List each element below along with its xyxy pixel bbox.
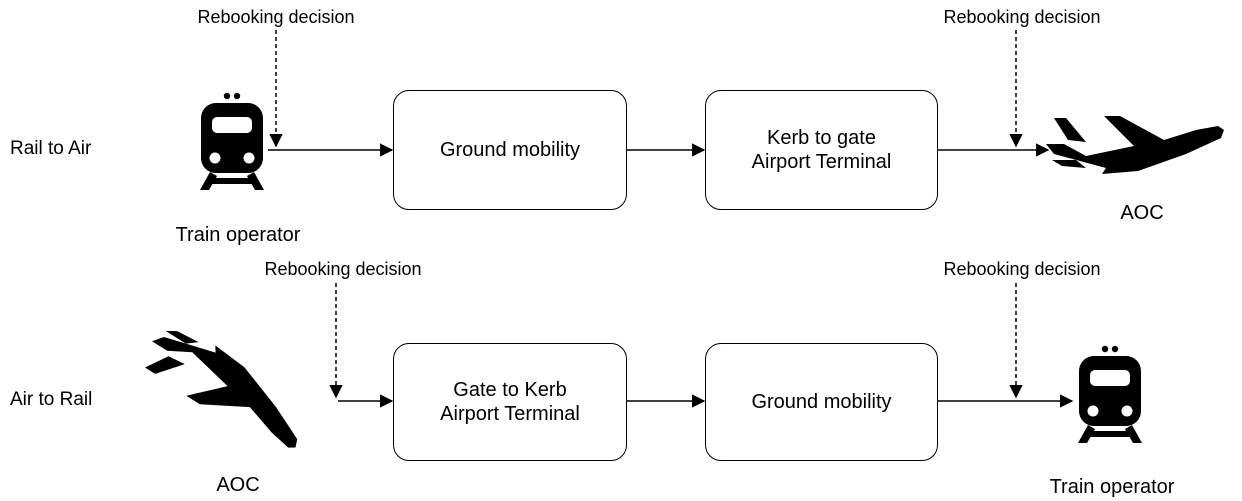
process-box-text: Airport Terminal <box>440 403 580 425</box>
process-box-text: Ground mobility <box>439 139 581 161</box>
process-box-text: Airport Terminal <box>751 151 892 173</box>
rebooking-decision-label: Rebooking decision <box>197 7 355 27</box>
process-box-text: Kerb to gate <box>767 127 876 149</box>
rebooking-decision-label: Rebooking decision <box>943 259 1101 279</box>
process-box: Ground mobility <box>393 90 627 210</box>
destination-caption: AOC <box>1120 202 1164 224</box>
rebooking-decision-label: Rebooking decision <box>943 7 1101 27</box>
row-label: Rail to Air <box>10 138 92 159</box>
train-icon <box>1078 345 1142 443</box>
process-box: Kerb to gate Airport Terminal <box>705 90 938 210</box>
process-box-text: Gate to Kerb <box>453 379 567 401</box>
process-box: Gate to Kerb Airport Terminal <box>393 343 627 461</box>
airplane-icon <box>137 315 319 460</box>
process-box: Ground mobility <box>705 343 938 461</box>
source-caption: Train operator <box>175 224 301 246</box>
train-icon <box>200 92 264 190</box>
airplane-icon <box>1046 116 1224 174</box>
row-label: Air to Rail <box>10 389 93 410</box>
process-box-text: Ground mobility <box>751 391 892 413</box>
destination-caption: Train operator <box>1049 476 1175 498</box>
source-caption: AOC <box>216 474 260 496</box>
rebooking-decision-label: Rebooking decision <box>264 259 422 279</box>
